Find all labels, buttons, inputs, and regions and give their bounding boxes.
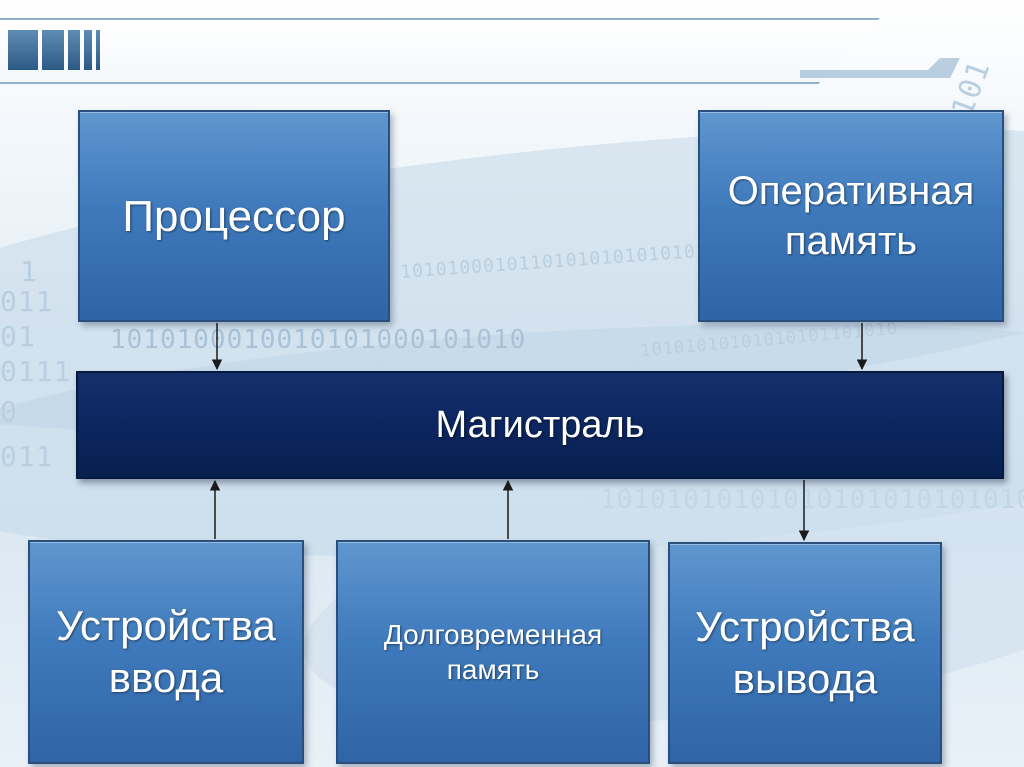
logo-block: [42, 30, 64, 70]
binary-decoration: 1010100010010101000101010: [110, 325, 527, 355]
binary-decoration: 01: [0, 320, 36, 353]
storage-label: Долговременная память: [383, 619, 603, 685]
binary-decoration: 011: [0, 285, 54, 318]
bus-box: Магистраль: [76, 371, 1004, 479]
bus-label: Магистраль: [435, 403, 645, 446]
binary-decoration: 1: [20, 255, 38, 288]
storage-box: Долговременная память: [336, 540, 650, 764]
ram-box: Оперативная память: [698, 110, 1004, 322]
ram-label: Оперативная память: [727, 169, 975, 263]
binary-decoration: 1010101010101010101010101010: [600, 485, 1024, 515]
logo-blocks: [8, 30, 100, 70]
logo-block: [84, 30, 92, 70]
processor-box: Процессор: [78, 110, 390, 322]
output-devices-label: Устройства вывода: [695, 602, 915, 703]
binary-decoration: 011: [0, 440, 54, 473]
processor-label: Процессор: [122, 191, 346, 241]
input-devices-box: Устройства ввода: [28, 540, 304, 764]
input-devices-label: Устройства ввода: [56, 601, 276, 702]
output-devices-box: Устройства вывода: [668, 542, 942, 764]
title-bar-accent: [800, 58, 960, 78]
logo-block: [68, 30, 80, 70]
logo-block: [96, 30, 100, 70]
logo-block: [8, 30, 38, 70]
binary-decoration: 0: [0, 395, 18, 428]
title-bar: [0, 18, 880, 84]
binary-decoration: 0111: [0, 355, 72, 388]
